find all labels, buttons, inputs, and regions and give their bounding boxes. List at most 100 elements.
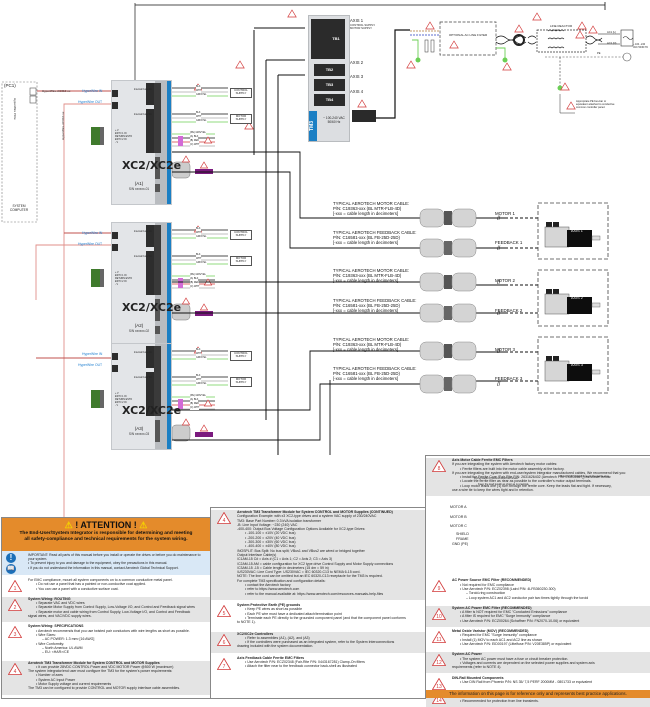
io-connector[interactable]	[91, 269, 104, 287]
internal-fuse-label: Internal Fuse 2A	[134, 351, 152, 354]
warning-triangle-icon	[244, 121, 254, 130]
motor-wire-label: (A) BLK	[190, 135, 199, 140]
read-manual-icon: 📖	[6, 564, 16, 574]
motor-supply-label-box: MOTOR SUPPLY	[230, 114, 252, 124]
warning-triangle-icon: 4	[8, 662, 22, 675]
wire-color-label: GRN/YEL	[196, 382, 207, 387]
feedback-port[interactable]	[155, 299, 160, 321]
warning-triangle-icon	[577, 21, 587, 30]
svg-text:4: 4	[14, 669, 17, 675]
feedback-port[interactable]	[155, 157, 160, 179]
dsub-connector-left	[419, 238, 445, 258]
hyperwire-out-port[interactable]	[112, 365, 118, 372]
warning-triangle-icon: 6	[217, 633, 231, 646]
motor-wire-label: (A) BLK	[190, 398, 199, 403]
pcie-port-1	[29, 87, 37, 96]
dsub-connector-left	[419, 374, 445, 394]
motor-wire-label: (C) WHT	[190, 143, 200, 148]
motor-endcap	[567, 230, 592, 247]
dsub-connector-left	[419, 303, 445, 323]
dsub-connector-right	[451, 303, 477, 323]
hyperwire-out-port[interactable]	[112, 244, 118, 251]
motor-box-1	[537, 202, 609, 260]
feedback-port[interactable]	[155, 420, 160, 442]
xc2-drive-3: XC2/XC2e (A3) S/N xxxxxx-03 Internal Fus…	[111, 343, 181, 450]
warning-icon: ⚠	[139, 520, 148, 530]
control-supply-block	[146, 83, 154, 105]
drive-ident: (A3)	[134, 426, 144, 431]
tm3-axis3-label: AXIS 3	[350, 74, 364, 79]
cable-endpoint-label: FEEDBACK 1	[495, 240, 523, 245]
tb2-label: TB2	[314, 64, 345, 76]
wire-color-label: BLK	[196, 253, 201, 258]
hyperwire-chain-cable	[63, 103, 111, 600]
hyperwire-out-label: HyperWire OUT	[78, 100, 103, 104]
motor-wire-label: (PE) GRN/YEL	[190, 273, 206, 278]
warning-triangle-icon: 11	[432, 631, 446, 643]
ac-source-box	[620, 29, 634, 47]
cable-spec: TYPICAL AEROTECH FEEDBACK CABLE:P/N: C16…	[333, 298, 417, 313]
io-connector[interactable]	[91, 127, 104, 145]
warning-triangle-icon	[181, 297, 191, 305]
wire-color-label: WHT	[196, 89, 202, 94]
xc2-drive-2: XC2/XC2e (A2) S/N xxxxxx-02 Internal Fus…	[111, 222, 181, 347]
warning-triangle-icon	[203, 136, 213, 144]
dsub-pins	[444, 275, 452, 289]
wire-color-label: GRN/YEL	[196, 261, 207, 266]
ferrite-clamp-motor	[178, 136, 183, 146]
motor-wire-label: (PE) GRN/YEL	[190, 394, 206, 399]
tm3-axis4-label: AXIS 4	[350, 89, 364, 94]
hyperwire-out-port[interactable]	[112, 102, 118, 109]
wire-color-label: WHT	[196, 378, 202, 383]
cable-spec: TYPICAL AEROTECH FEEDBACK CABLE:P/N: C16…	[333, 366, 417, 381]
warning-triangle-icon: 4	[217, 512, 231, 524]
motor-wire-label: (B) RED	[190, 281, 199, 286]
cable-spec: TYPICAL AEROTECH FEEDBACK CABLE:P/N: C16…	[333, 230, 417, 245]
lead-shield: SHIELD	[456, 532, 469, 536]
important-text-2: • To prevent injury to you and damage to…	[28, 561, 168, 566]
hyperwire-in-port[interactable]	[112, 232, 118, 239]
aux-port[interactable]	[155, 326, 160, 334]
warning-triangle-icon: 10	[432, 607, 446, 620]
tm3-power-cord	[363, 29, 410, 119]
svg-text:4: 4	[223, 518, 226, 524]
wire-color-label: BLK	[196, 348, 201, 353]
hyperwire-in-port[interactable]	[112, 90, 118, 97]
pcie-card-label: HyperWire PCIe	[13, 98, 17, 120]
motor-wire-label: (A) BLK	[190, 277, 199, 282]
line-reactor-label: LINE REACTOR	[550, 24, 573, 28]
hyperwire-chain-label: HyperWire-AC010-xx	[61, 111, 65, 140]
important-block: ! 📖 IMPORTANT: Read all parts of this ma…	[2, 551, 210, 575]
drive-model: XC2/XC2e	[122, 159, 182, 172]
warning-triangle-icon	[449, 40, 459, 49]
tb1-label: TB1	[327, 19, 345, 59]
warning-triangle-icon: 7	[217, 657, 231, 670]
warning-triangle-icon	[203, 399, 213, 407]
hyperwire-in-port[interactable]	[112, 353, 118, 360]
tm3-axis2-label: AXIS 2	[350, 60, 364, 65]
aux-port[interactable]	[155, 184, 160, 192]
tm3-label: TM3	[309, 111, 317, 141]
io-connector[interactable]	[91, 390, 104, 408]
motor-shaft	[591, 369, 601, 375]
warning-triangle-icon: 12	[432, 654, 446, 666]
optional-filter-box	[439, 21, 497, 56]
motor-shaft	[591, 235, 601, 241]
pe-label: PE	[597, 52, 601, 55]
motor-box-3	[537, 336, 609, 394]
hyperwire-in-label: HyperWire IN	[82, 89, 103, 93]
control-supply-label-box: CONTROL SUPPLY	[230, 88, 252, 98]
svg-text:13: 13	[436, 684, 442, 690]
warning-triangle-icon	[181, 155, 191, 163]
lead-frame: FRAME	[456, 537, 469, 541]
important-text-3: • If you do not understand the informati…	[28, 565, 179, 570]
ac1-label: AC1 (L)	[607, 31, 616, 34]
drive-model: XC2/XC2e	[122, 301, 182, 314]
terminal-strip	[154, 225, 161, 295]
motor-supply-label-box: MOTOR SUPPLY	[230, 256, 252, 266]
iec-plug	[352, 110, 376, 122]
